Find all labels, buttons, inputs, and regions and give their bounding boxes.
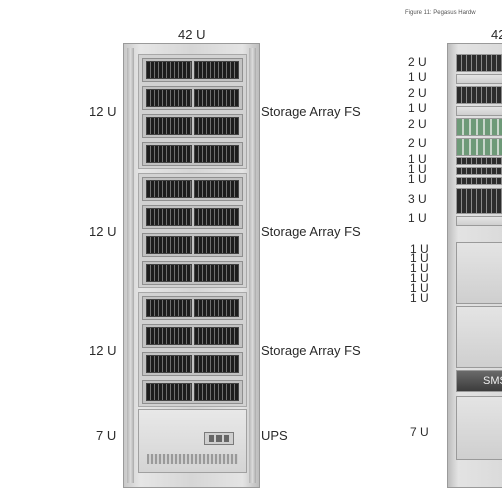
right-rack-unit-label: 1 U <box>408 101 427 115</box>
left-rack-unit-label: 12 U <box>89 224 117 239</box>
right-rack-unit-label: 1 U <box>410 261 429 275</box>
rack-post <box>249 48 256 483</box>
right-rack: SMS <box>447 43 502 488</box>
left-rack-unit-label: 7 U <box>96 428 117 443</box>
rack-device <box>456 306 502 368</box>
left-rack-total-units: 42 U <box>178 27 206 42</box>
rack-device <box>456 118 502 136</box>
ups-label: UPS <box>261 428 288 443</box>
right-rack-unit-label: 2 U <box>408 136 427 150</box>
storage-array-2 <box>138 173 247 288</box>
storage-array-3 <box>138 292 247 407</box>
ups-unit <box>138 409 247 473</box>
drive-shelf <box>142 380 243 404</box>
storage-array-label: Storage Array FS <box>261 104 361 119</box>
drive-shelf <box>142 205 243 229</box>
right-rack-unit-label: 1 U <box>410 281 429 295</box>
storage-array-1 <box>138 54 247 169</box>
rack-post <box>127 48 134 483</box>
right-rack-unit-label: 1 U <box>410 271 429 285</box>
figure-caption: Figure 11: Pegasus Hardw <box>405 10 476 16</box>
right-rack-unit-label: 1 U <box>408 152 427 166</box>
right-rack-unit-label: 1 U <box>408 211 427 225</box>
rack-device <box>456 138 502 156</box>
rack-device <box>456 396 502 460</box>
right-rack-unit-label: 2 U <box>408 117 427 131</box>
right-rack-unit-label: 3 U <box>408 192 427 206</box>
rack-device-sms: SMS <box>456 370 502 392</box>
drive-shelf <box>142 58 243 82</box>
ups-vent <box>147 454 238 464</box>
right-rack-total-units: 42 <box>491 27 502 42</box>
drive-shelf <box>142 177 243 201</box>
drive-shelf <box>142 352 243 376</box>
drive-shelf <box>142 261 243 285</box>
right-rack-unit-label: 1 U <box>408 162 427 176</box>
rack-device <box>456 216 502 226</box>
rack-device <box>456 106 502 116</box>
rack-device <box>456 74 502 84</box>
right-rack-unit-label: 1 U <box>410 251 429 265</box>
right-rack-unit-label: 1 U <box>408 172 427 186</box>
right-rack-unit-label: 1 U <box>410 242 429 256</box>
drive-shelf <box>142 142 243 166</box>
drive-shelf <box>142 86 243 110</box>
rack-device <box>456 86 502 104</box>
right-rack-unit-label: 7 U <box>410 425 429 439</box>
rack-device <box>456 167 502 175</box>
drive-shelf <box>142 324 243 348</box>
rack-device <box>456 54 502 72</box>
right-rack-unit-label: 2 U <box>408 55 427 69</box>
right-rack-unit-label: 2 U <box>408 86 427 100</box>
left-rack-unit-label: 12 U <box>89 343 117 358</box>
storage-array-label: Storage Array FS <box>261 224 361 239</box>
right-rack-unit-label: 1 U <box>408 70 427 84</box>
rack-device <box>456 157 502 165</box>
drive-shelf <box>142 296 243 320</box>
drive-shelf <box>142 233 243 257</box>
right-rack-unit-label: 1 U <box>410 291 429 305</box>
rack-device <box>456 188 502 214</box>
left-rack-unit-label: 12 U <box>89 104 117 119</box>
left-rack <box>123 43 260 488</box>
storage-array-label: Storage Array FS <box>261 343 361 358</box>
ups-display-panel <box>204 432 234 445</box>
rack-device <box>456 177 502 185</box>
rack-device <box>456 242 502 304</box>
drive-shelf <box>142 114 243 138</box>
